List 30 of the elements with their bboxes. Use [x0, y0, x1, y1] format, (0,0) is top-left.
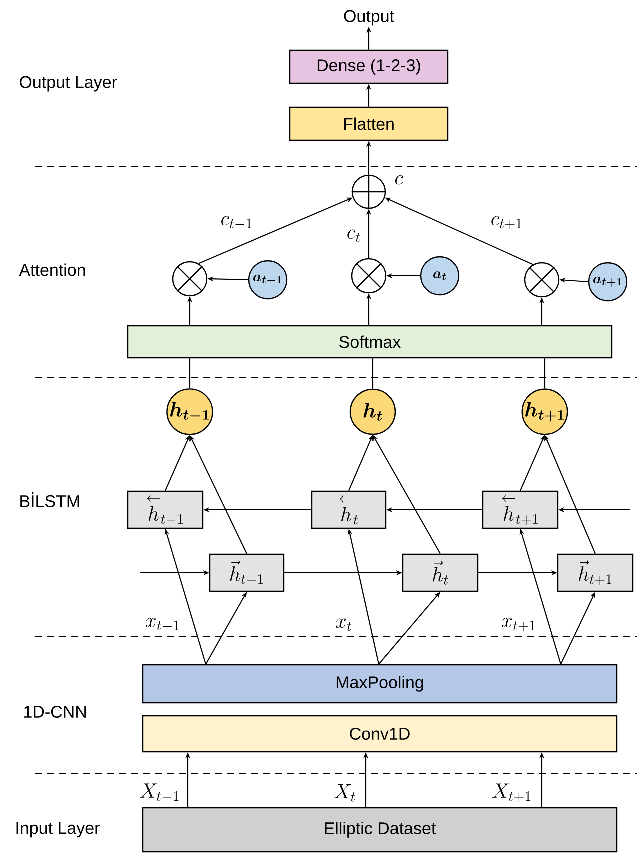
edge-label: $X_{t+1}$	[490, 782, 534, 804]
multiply-circle	[351, 258, 387, 294]
lstm-cell-box: $\vec{h}_{t}$	[402, 554, 479, 592]
multiply-circle	[172, 261, 208, 297]
layer-box: Conv1D	[142, 715, 618, 753]
edge-label: $X_{t-1}$	[138, 782, 182, 804]
layer-box: Flatten	[289, 106, 449, 142]
edge-label: $X_{t}$	[332, 783, 358, 803]
lstm-cell-box: $\vec{h}_{t-1}$	[209, 554, 285, 592]
layer-box: Softmax	[127, 325, 613, 359]
side-label: BİLSTM	[20, 492, 80, 508]
layer-box: Dense (1-2-3)	[289, 50, 449, 84]
edge-label: $x_{t-1}$	[144, 617, 182, 633]
sum-circle	[352, 174, 386, 210]
side-label: Output Layer	[20, 76, 118, 92]
beside-label: $c$	[395, 175, 404, 185]
multiply-circle	[524, 262, 560, 298]
layer-box: Elliptic Dataset	[142, 807, 618, 853]
edge-label: $c_{t+1}$	[490, 215, 524, 231]
lstm-cell-box: $\overset{\leftarrow}{h}_{t-1}$	[127, 490, 204, 530]
side-label: Input Layer	[16, 822, 100, 838]
side-label: Attention	[19, 264, 86, 276]
side-label: 1D-CNN	[24, 706, 86, 718]
layer-box: MaxPooling	[142, 664, 618, 704]
edge-label: $x_{t+1}$	[500, 617, 538, 633]
edge-label: $c_{t-1}$	[220, 215, 254, 231]
output-label: Output	[344, 10, 394, 26]
lstm-cell-box: $\overset{\leftarrow}{h}_{t+1}$	[482, 490, 559, 530]
lstm-cell-box: $\vec{h}_{t+1}$	[557, 554, 634, 592]
lstm-cell-box: $\overset{\leftarrow}{h}_{t}$	[311, 490, 387, 530]
